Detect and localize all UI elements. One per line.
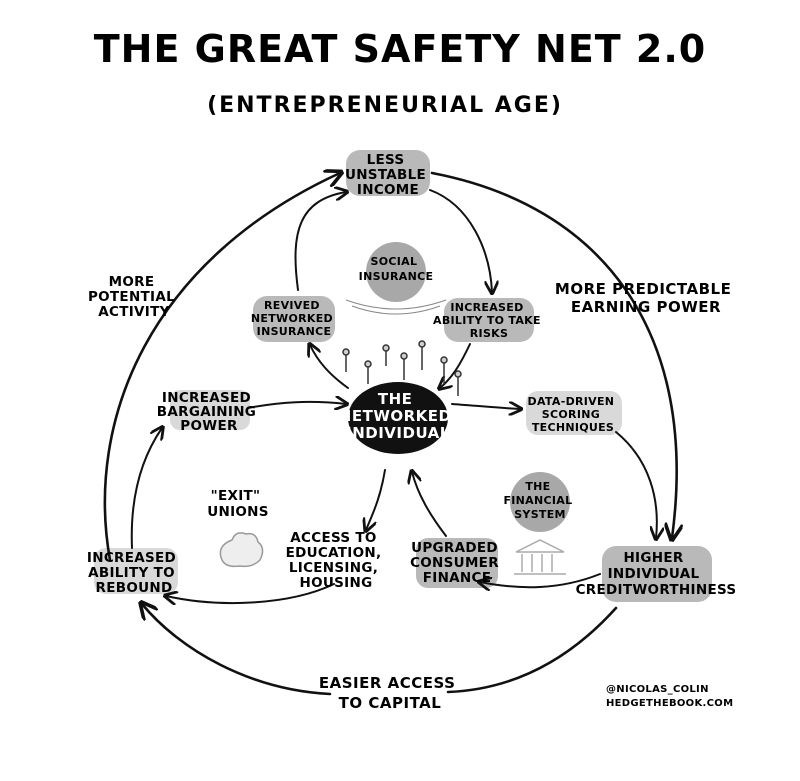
svg-text:THE NETWORKED INDI: THE NETWORKED INDIVIDUAL <box>339 390 457 442</box>
node-access-to-education: ACCESS TO EDUCATION, LICENSING, HOUSING <box>286 530 387 591</box>
financial-system-group: THE FINANCIAL SYSTEM <box>503 472 576 575</box>
diagram-subtitle: (ENTREPRENEURIAL AGE) <box>207 93 563 118</box>
financial-system-label: THE FINANCIAL SYSTEM <box>503 480 576 521</box>
outer-cycle-arrows <box>103 173 677 696</box>
social-insurance-globe: SOCIAL INSURANCE <box>345 242 447 315</box>
social-insurance-label: SOCIAL INSURANCE <box>359 255 434 283</box>
people-figures <box>342 340 462 396</box>
node-increased-ability-to-rebound: INCREASED ABILITY TO REBOUND <box>87 550 181 596</box>
node-less-unstable-income: LESS UNSTABLE INCOME <box>345 152 431 198</box>
author-credit: @NICOLAS_COLIN HEDGETHEBOOK.COM <box>606 684 733 709</box>
exit-unions-label: "EXIT" UNIONS <box>207 488 269 520</box>
node-upgraded-consumer-finance: UPGRADED CONSUMER FINANCE <box>410 540 504 586</box>
node-more-predictable-earning-power: MORE PREDICTABLE EARNING POWER <box>555 280 737 316</box>
raised-fist-icon <box>219 532 264 568</box>
networked-individual-node: THE NETWORKED INDIVIDUAL <box>339 382 457 454</box>
exit-unions-group: "EXIT" UNIONS <box>207 488 269 568</box>
bank-building-icon <box>514 539 566 575</box>
node-revived-networked-insurance: REVIVED NETWORKED INSURANCE <box>251 299 337 338</box>
node-increased-ability-to-take-risks: INCREASED ABILITY TO TAKE RISKS <box>433 301 545 340</box>
node-easier-access-to-capital: EASIER ACCESS TO CAPITAL <box>319 674 461 712</box>
node-data-driven-scoring-techniques: DATA-DRIVEN SCORING TECHNIQUES <box>528 395 619 434</box>
highlight-blobs <box>94 150 712 602</box>
node-increased-bargaining-power: INCREASED BARGAINING POWER <box>157 390 261 434</box>
node-higher-individual-creditworthiness: HIGHER INDIVIDUAL CREDITWORTHINESS <box>576 550 737 598</box>
inner-arrows <box>130 190 657 603</box>
node-more-potential-activity: MORE POTENTIAL ACTIVITY <box>88 274 180 320</box>
diagram-title: THE GREAT SAFETY NET 2.0 <box>94 27 707 71</box>
